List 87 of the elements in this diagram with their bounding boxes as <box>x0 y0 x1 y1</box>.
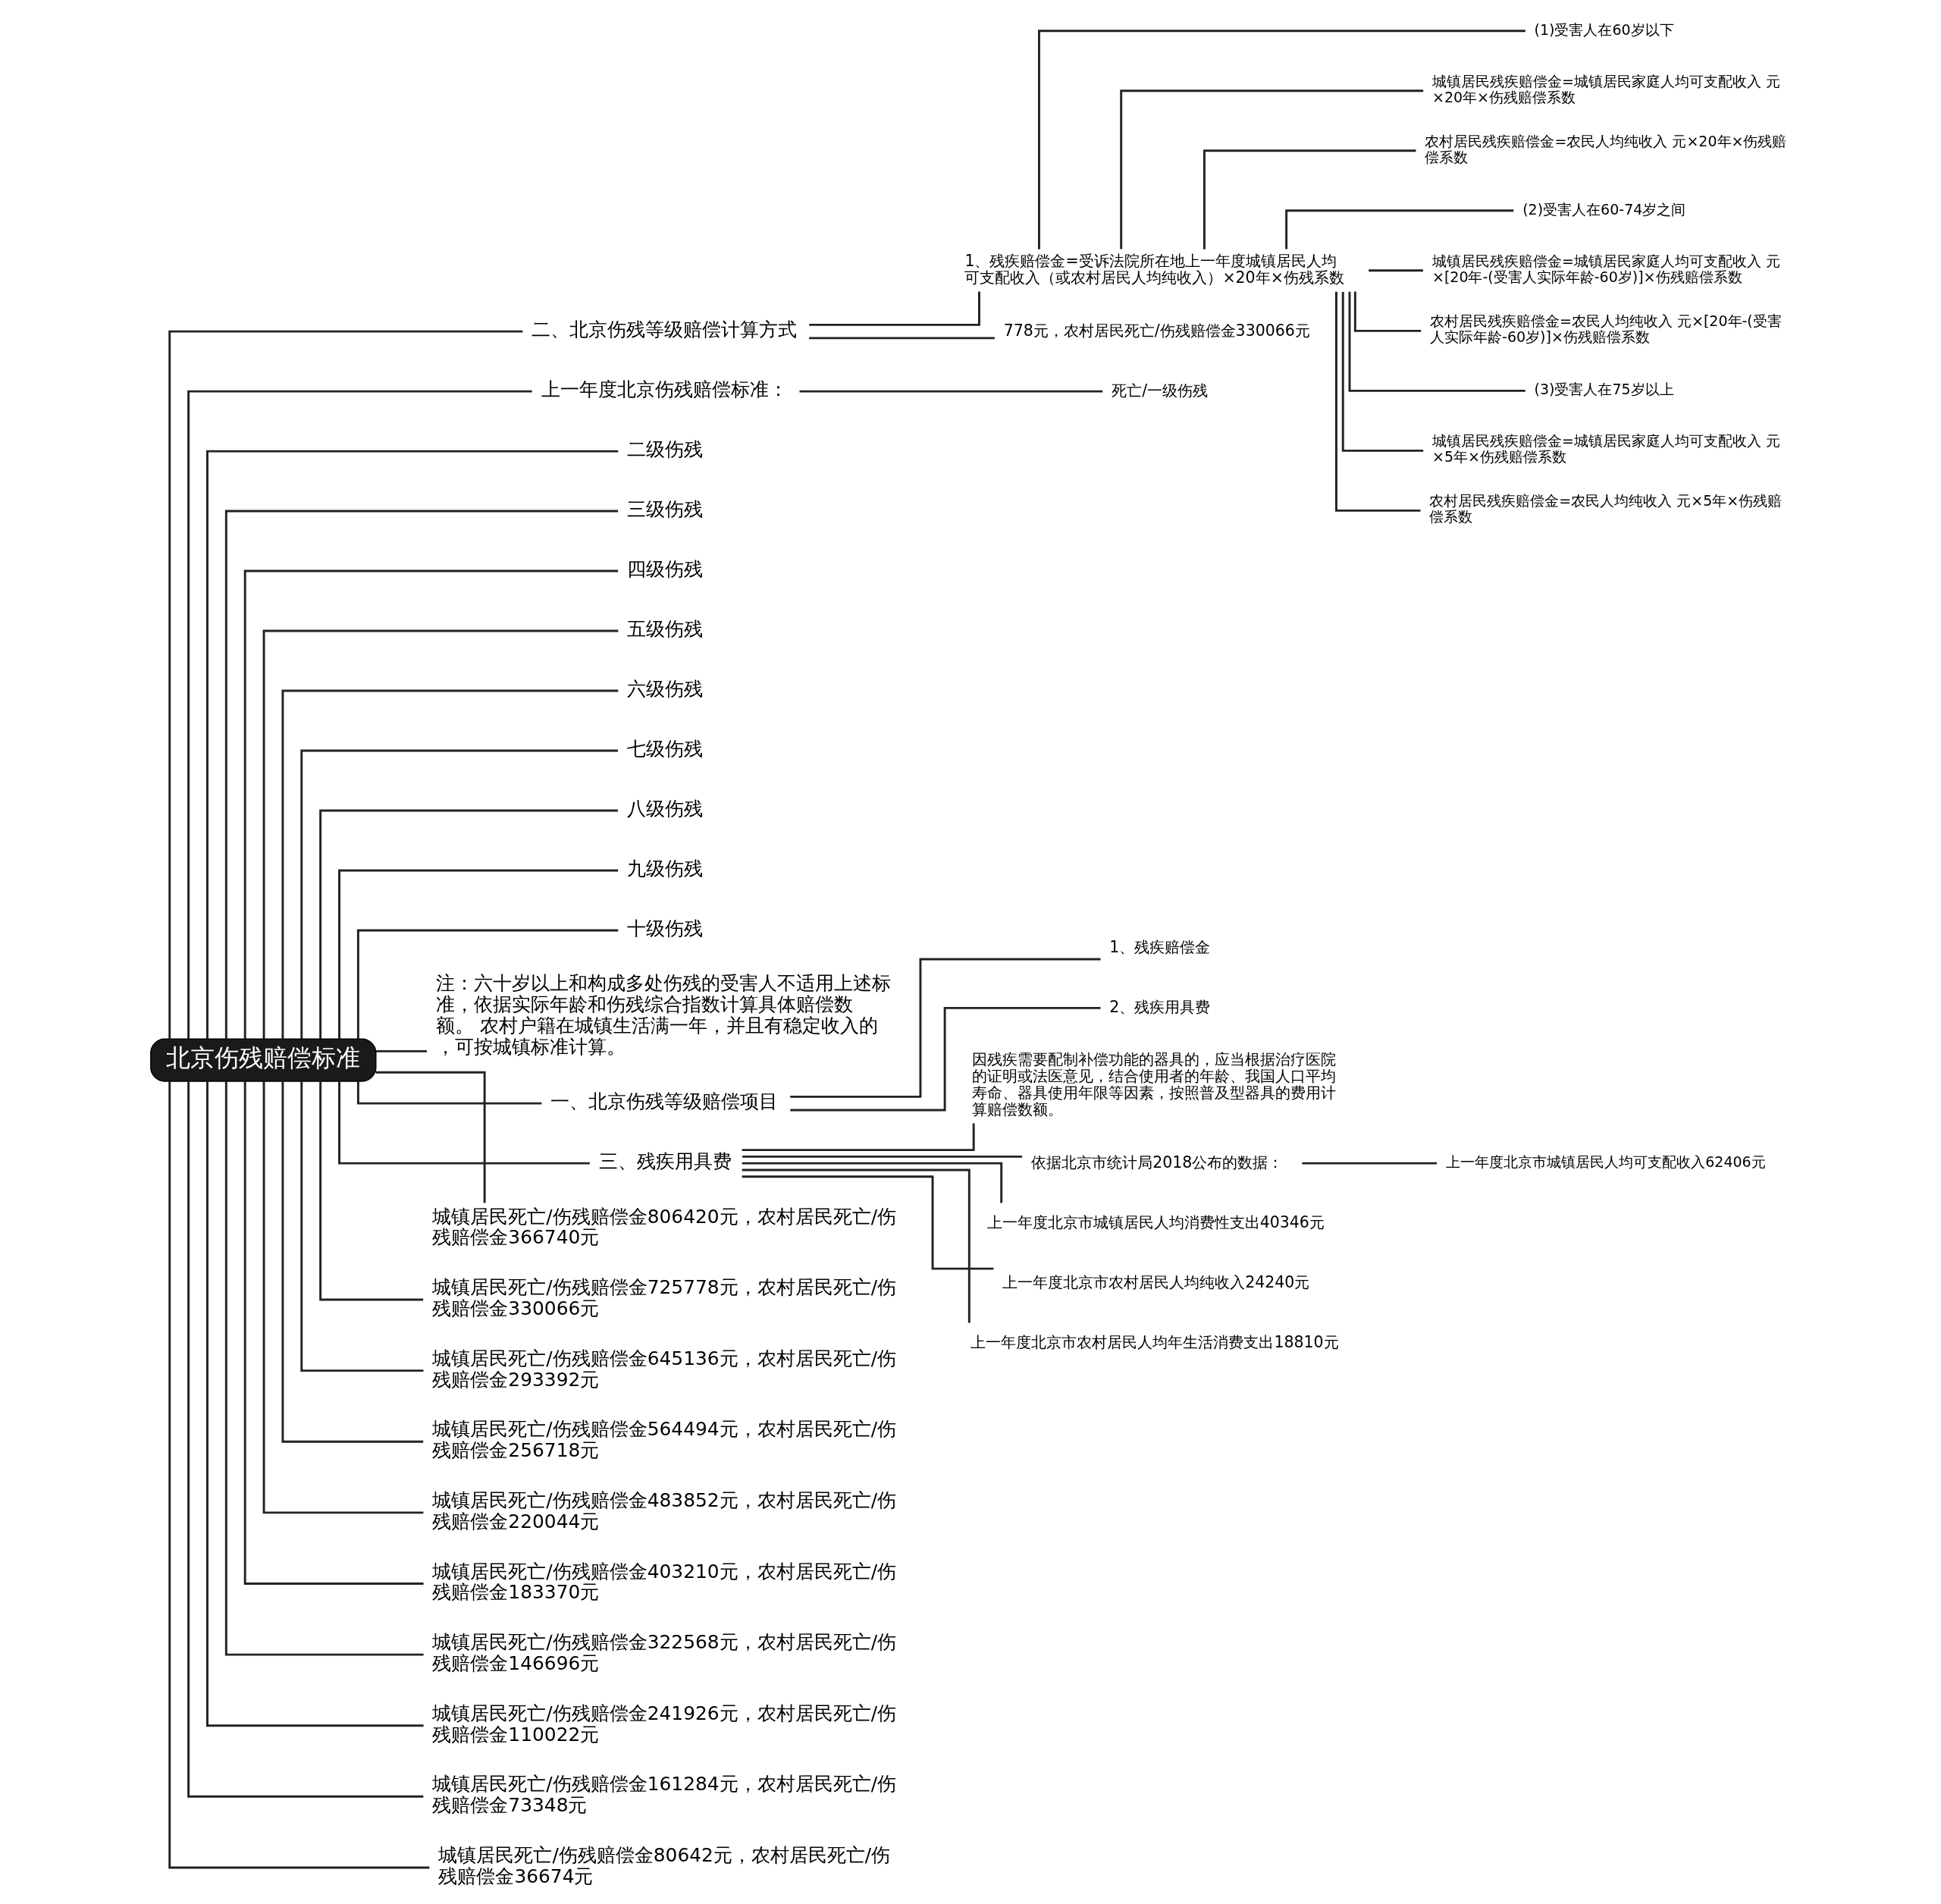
connector <box>262 1081 423 1514</box>
connector <box>742 1162 1002 1203</box>
connector <box>375 1049 427 1052</box>
connector <box>281 689 618 1039</box>
connector <box>1348 291 1526 392</box>
node-text: 1、残疾赔偿金 <box>1108 937 1210 956</box>
connector <box>281 1081 423 1443</box>
connector <box>799 390 1102 393</box>
connector <box>337 869 618 1039</box>
connector <box>168 330 522 1039</box>
node-text: 三、残疾用具费 <box>598 1150 732 1173</box>
connector <box>1284 209 1513 249</box>
connector <box>299 749 618 1040</box>
node-text: 城镇居民死亡/伤残赔偿金806420元，农村居民死亡/伤残赔偿金366740元 <box>431 1205 896 1249</box>
connector <box>742 1123 975 1152</box>
connector <box>318 809 618 1040</box>
node-text: (1)受害人在60岁以下 <box>1534 20 1674 38</box>
connector <box>742 1175 993 1270</box>
connector <box>337 1081 590 1165</box>
connector <box>1301 1162 1437 1165</box>
node-text: 城镇居民死亡/伤残赔偿金322568元，农村居民死亡/伤残赔偿金146696元 <box>431 1631 896 1674</box>
node-text: (3)受害人在75岁以上 <box>1534 380 1674 397</box>
connector <box>243 1081 424 1585</box>
connector <box>1037 30 1526 249</box>
connector <box>1341 291 1423 452</box>
node-text: 上一年度北京伤残赔偿标准： <box>541 378 788 401</box>
node-text: 七级伤残 <box>626 738 703 761</box>
node-text: 注：六十岁以上和构成多处伤残的受害人不适用上述标准，依据实际年龄和伤残综合指数计算具体赔偿数额。 农村户籍在城镇生活满一年，并且有稳定收入的，可按城镇标准计算。 <box>435 972 891 1058</box>
node-box: 北京伤残赔偿标准 <box>149 1038 376 1082</box>
node-text: 城镇居民残疾赔偿金=城镇居民家庭人均可支配收入 元×5年×伤残赔偿系数 <box>1431 432 1780 465</box>
node-text: 五级伤残 <box>626 618 703 641</box>
connector <box>808 337 995 340</box>
node-text: 农村居民残疾赔偿金=农民人均纯收入 元×[20年-(受害人实际年龄-60岁)]×伤残赔偿系数 <box>1429 312 1782 345</box>
node-text: 城镇居民死亡/伤残赔偿金403210元，农村居民死亡/伤残赔偿金183370元 <box>431 1560 896 1604</box>
connector <box>1334 291 1420 512</box>
node-text: 上一年度北京市农村居民人均纯收入24240元 <box>1002 1272 1309 1291</box>
node-text: 2、残疾用具费 <box>1108 997 1210 1016</box>
node-text: 死亡/一级伤残 <box>1111 381 1208 400</box>
connector <box>299 1081 423 1372</box>
connector <box>808 291 980 326</box>
connector <box>1353 291 1421 332</box>
connector <box>789 958 1101 1098</box>
connector <box>356 1081 541 1105</box>
node-text: 城镇居民死亡/伤残赔偿金645136元，农村居民死亡/伤残赔偿金293392元 <box>431 1347 896 1391</box>
connector <box>742 1168 970 1323</box>
node-text: 城镇居民死亡/伤残赔偿金483852元，农村居民死亡/伤残赔偿金220044元 <box>431 1488 896 1532</box>
node-text: 九级伤残 <box>626 857 703 880</box>
connector <box>187 390 532 1040</box>
node-text: 城镇居民死亡/伤残赔偿金241926元，农村居民死亡/伤残赔偿金110022元 <box>431 1702 896 1746</box>
connector <box>318 1081 423 1301</box>
connector <box>224 1081 424 1656</box>
node-text: 城镇居民残疾赔偿金=城镇居民家庭人均可支配收入 元×[20年-(受害人实际年龄-60岁)]×伤残赔偿系数 <box>1431 253 1780 285</box>
connector <box>262 629 618 1040</box>
node-text: 农村居民残疾赔偿金=农民人均纯收入 元×5年×伤残赔偿系数 <box>1428 492 1782 525</box>
connector <box>789 1006 1100 1112</box>
node-text: 二级伤残 <box>626 438 703 461</box>
node-text: (2)受害人在60-74岁之间 <box>1522 200 1685 218</box>
connector <box>168 1081 429 1869</box>
node-text: 城镇居民残疾赔偿金=城镇居民家庭人均可支配收入 元×20年×伤残赔偿系数 <box>1431 73 1780 105</box>
connector <box>742 1155 1022 1158</box>
node-text: 八级伤残 <box>626 798 703 820</box>
connector <box>375 1071 486 1203</box>
node-text: 十级伤残 <box>626 917 703 939</box>
connector <box>1368 269 1423 272</box>
node-text: 因残疾需要配制补偿功能的器具的，应当根据治疗医院的证明或法医意见，结合使用者的年龄、我国人口平均寿命、器具使用年限等因素，按照普及型器具的费用计算赔偿数额。 <box>971 1050 1336 1119</box>
node-text: 1、残疾赔偿金=受诉法院所在地上一年度城镇居民人均可支配收入（或农村居民人均纯收入）×20年×伤残系数 <box>964 252 1344 287</box>
connector <box>1203 149 1416 249</box>
node-text: 六级伤残 <box>626 678 703 701</box>
connector <box>1119 89 1423 249</box>
connector <box>243 569 618 1039</box>
node-text: 二、北京伤残等级赔偿计算方式 <box>531 318 797 341</box>
node-text: 农村居民残疾赔偿金=农民人均纯收入 元×20年×伤残赔偿系数 <box>1424 133 1786 165</box>
node-text: 778元，农村居民死亡/伤残赔偿金330066元 <box>1003 321 1310 340</box>
node-text: 城镇居民死亡/伤残赔偿金725778元，农村居民死亡/伤残赔偿金330066元 <box>431 1276 896 1319</box>
connector <box>356 929 618 1040</box>
node-text: 上一年度北京市城镇居民人均可支配收入62406元 <box>1445 1153 1766 1171</box>
node-text: 城镇居民死亡/伤残赔偿金564494元，农村居民死亡/伤残赔偿金256718元 <box>431 1418 896 1462</box>
node-text: 依据北京市统计局2018公布的数据： <box>1030 1153 1283 1172</box>
connector <box>205 1081 424 1727</box>
node-text: 一、北京伤残等级赔偿项目 <box>550 1090 778 1113</box>
node-text: 城镇居民死亡/伤残赔偿金161284元，农村居民死亡/伤残赔偿金73348元 <box>431 1773 896 1817</box>
node-text: 四级伤残 <box>626 558 703 581</box>
node-text: 上一年度北京市农村居民人均年生活消费支出18810元 <box>970 1332 1339 1351</box>
node-text: 城镇居民死亡/伤残赔偿金80642元，农村居民死亡/伤残赔偿金36674元 <box>437 1844 890 1887</box>
connector <box>187 1081 423 1798</box>
node-text: 三级伤残 <box>626 498 703 521</box>
node-text: 上一年度北京市城镇居民人均消费性支出40346元 <box>986 1212 1325 1231</box>
